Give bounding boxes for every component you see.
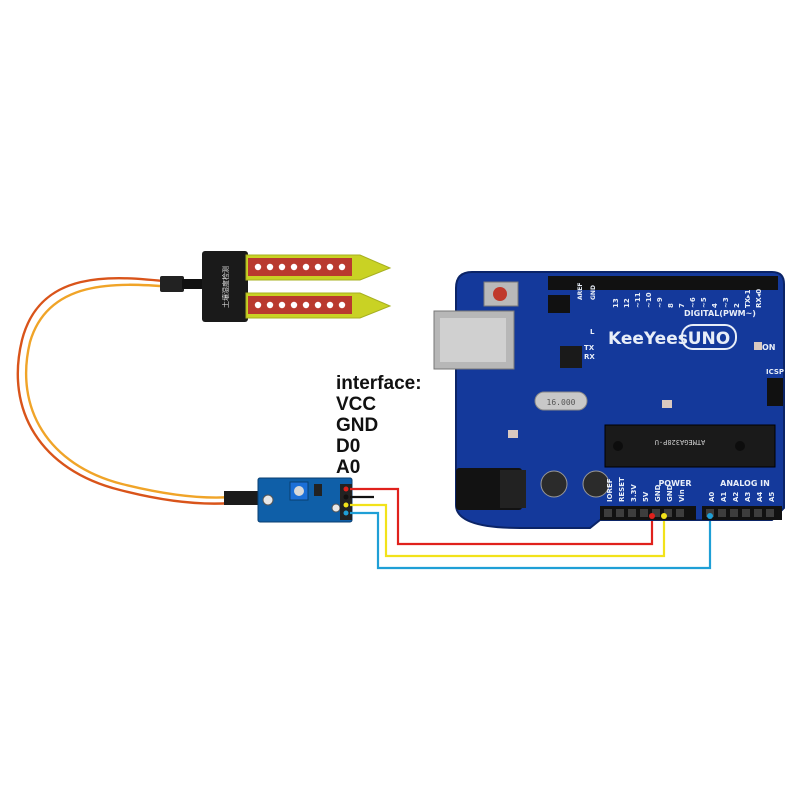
model-label: UNO (688, 329, 730, 349)
digital-pin-label-6: 7 (678, 303, 686, 308)
digital-pin-label-7: ~6 (689, 297, 697, 308)
soil-probe: 土壤湿度检测 (160, 251, 392, 322)
digital-pin-label-12: TX▸1 (744, 289, 752, 308)
crystal-label: 16.000 (547, 398, 576, 407)
power-pin-label-0: IOREF (606, 478, 614, 502)
wire-d0 (350, 503, 666, 558)
on-label: ON (762, 343, 776, 352)
wire-a0 (350, 511, 712, 570)
analog-pin-label-0: A0 (708, 492, 716, 502)
analog-pin-label-2: A2 (732, 492, 740, 502)
chip-label: ATMEGA328P-U (655, 438, 706, 446)
wire-vcc (350, 487, 654, 546)
power-pin-label-1: RESET (618, 477, 626, 502)
interface-legend: interface: VCC GND D0 A0 (336, 373, 422, 478)
rx-label: RX (584, 353, 595, 361)
interface-pin-vcc: VCC (336, 394, 377, 415)
analog-pin-label-3: A3 (744, 492, 752, 502)
digital-pin-label-5: 8 (667, 303, 675, 308)
interface-pin-gnd: GND (336, 415, 379, 436)
digital-pin-label-9: 4 (711, 303, 719, 308)
interface-pin-d0: D0 (336, 436, 361, 457)
analog-pin-label-4: A4 (756, 492, 764, 502)
probe-cable-red (16, 277, 233, 505)
aref-label: AREF (577, 283, 584, 300)
digital-label: DIGITAL(PWM~) (684, 309, 756, 318)
brand-label: KeeYees (608, 329, 688, 349)
gnd-label: GND (590, 285, 597, 300)
digital-pin-label-3: ~10 (645, 292, 653, 308)
analog-pin-label-5: A5 (768, 492, 776, 502)
power-pin-label-3: 5V (642, 491, 650, 502)
probe-cable-orange (25, 283, 233, 499)
power-pin-label-2: 3.3V (630, 484, 638, 502)
l-label: L (590, 328, 595, 336)
analog-pin-labels: A0 A1 A2 A3 A4 A5 (708, 492, 776, 502)
digital-pin-label-1: 12 (623, 298, 631, 308)
sensor-module (224, 477, 353, 523)
power-label: POWER (658, 479, 691, 488)
digital-pin-label-10: ~3 (722, 297, 730, 308)
icsp-label: ICSP (766, 368, 784, 376)
tx-label: TX (584, 344, 595, 352)
power-pin-label-5: GND (666, 484, 674, 502)
digital-pin-label-13: RX◂0 (755, 289, 763, 308)
interface-title: interface: (336, 373, 422, 394)
interface-pin-a0: A0 (336, 457, 361, 478)
digital-pin-label-8: ~5 (700, 297, 708, 308)
power-pin-labels: IOREF RESET 3.3V 5V GND GND Vin (606, 477, 686, 502)
analog-label: ANALOG IN (720, 479, 770, 488)
probe-label: 土壤湿度检测 (221, 266, 230, 308)
power-pin-label-4: GND (654, 484, 662, 502)
analog-pin-label-1: A1 (720, 492, 728, 502)
digital-pin-label-2: ~11 (634, 292, 642, 308)
digital-pin-label-0: 13 (612, 298, 620, 308)
arduino-board: ATMEGA328P-U 16.000 KeeYees UNO DIGITAL(… (433, 271, 785, 529)
power-pin-label-6: Vin (678, 489, 686, 502)
digital-pin-label-11: 2 (733, 303, 741, 308)
digital-pin-label-4: ~9 (656, 297, 664, 308)
